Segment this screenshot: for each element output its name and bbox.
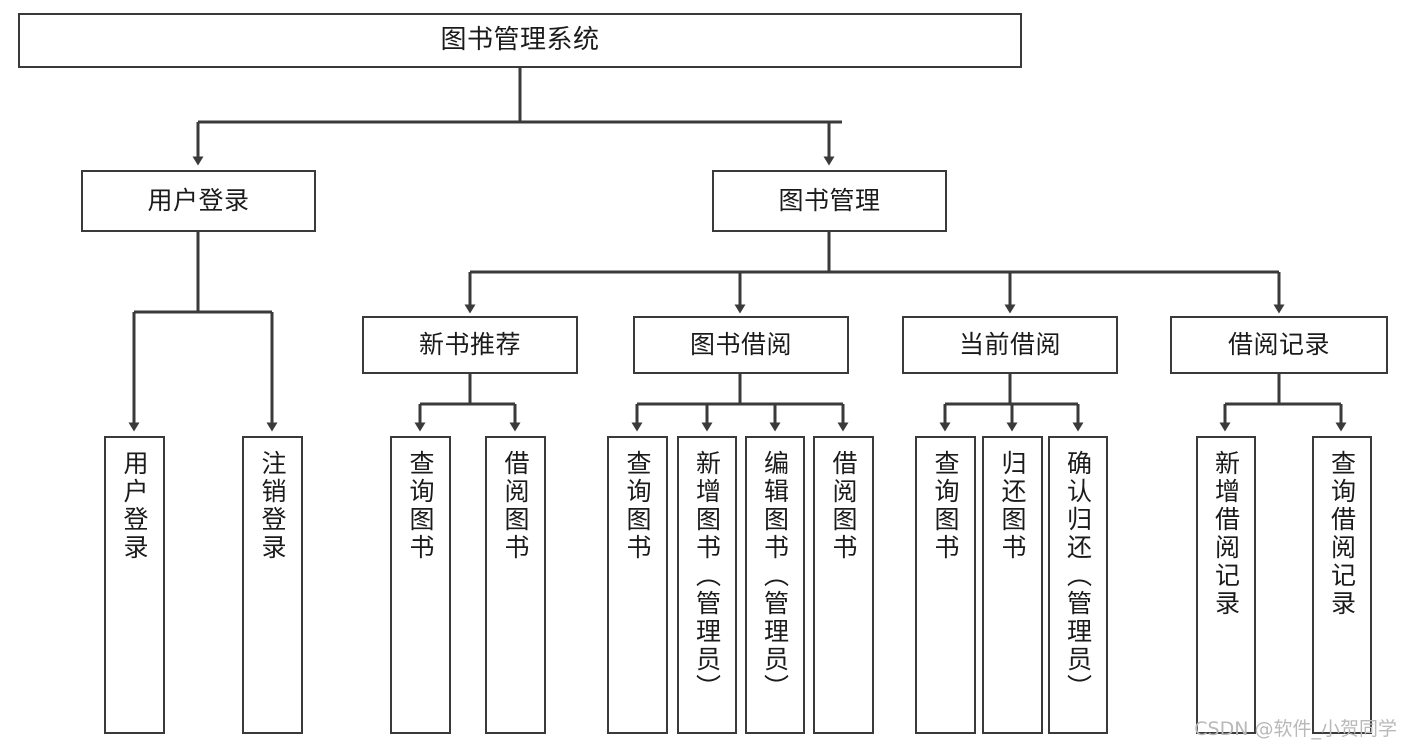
node-leaf-borrow-book[interactable]: 借阅图书: [813, 436, 874, 734]
node-current-borrow[interactable]: 当前借阅: [902, 316, 1118, 374]
node-label: 借阅记录: [1227, 330, 1330, 359]
node-label: 确认归还（管理员）: [1063, 450, 1093, 702]
node-leaf-query-book-recommend[interactable]: 查询图书: [390, 436, 451, 734]
node-book-management[interactable]: 图书管理: [712, 170, 947, 232]
node-leaf-user-login[interactable]: 用户登录: [104, 436, 165, 734]
node-label: 新增图书（管理员）: [692, 450, 722, 702]
node-label: 图书借阅: [689, 330, 792, 359]
node-label: 新书推荐: [418, 330, 521, 359]
node-label: 用户登录: [120, 450, 149, 562]
node-label: 图书管理: [778, 186, 881, 215]
node-label: 当前借阅: [958, 330, 1061, 359]
node-new-book-recommend[interactable]: 新书推荐: [362, 316, 578, 374]
node-leaf-logout-login[interactable]: 注销登录: [242, 436, 303, 734]
node-label: 归还图书: [998, 450, 1027, 562]
node-label: 查询图书: [623, 450, 652, 562]
node-label: 查询图书: [931, 450, 960, 562]
node-label: 查询借阅记录: [1327, 450, 1357, 618]
node-label: 注销登录: [258, 450, 287, 562]
node-borrow-record[interactable]: 借阅记录: [1170, 316, 1388, 374]
node-label: 查询图书: [406, 450, 435, 562]
node-leaf-add-borrow-record[interactable]: 新增借阅记录: [1196, 436, 1256, 734]
node-label: 图书管理系统: [440, 24, 600, 55]
watermark: CSDN @软件_小贺同学: [1194, 718, 1397, 740]
node-root-book-management-system[interactable]: 图书管理系统: [18, 13, 1022, 68]
node-label: 借阅图书: [501, 450, 530, 562]
node-leaf-borrow-book-recommend[interactable]: 借阅图书: [485, 436, 546, 734]
node-label: 用户登录: [147, 186, 250, 215]
node-leaf-query-book-current[interactable]: 查询图书: [915, 436, 976, 734]
node-label: 编辑图书（管理员）: [760, 450, 790, 702]
node-book-borrow[interactable]: 图书借阅: [633, 316, 849, 374]
node-leaf-return-book[interactable]: 归还图书: [982, 436, 1043, 734]
node-leaf-query-borrow-record[interactable]: 查询借阅记录: [1312, 436, 1372, 734]
node-leaf-edit-book[interactable]: 编辑图书（管理员）: [745, 436, 805, 734]
node-leaf-confirm-return[interactable]: 确认归还（管理员）: [1048, 436, 1108, 734]
node-label: 新增借阅记录: [1211, 450, 1241, 618]
node-user-login[interactable]: 用户登录: [81, 170, 316, 232]
node-label: 借阅图书: [829, 450, 858, 562]
node-leaf-add-book[interactable]: 新增图书（管理员）: [677, 436, 737, 734]
node-leaf-query-book-borrow[interactable]: 查询图书: [607, 436, 668, 734]
